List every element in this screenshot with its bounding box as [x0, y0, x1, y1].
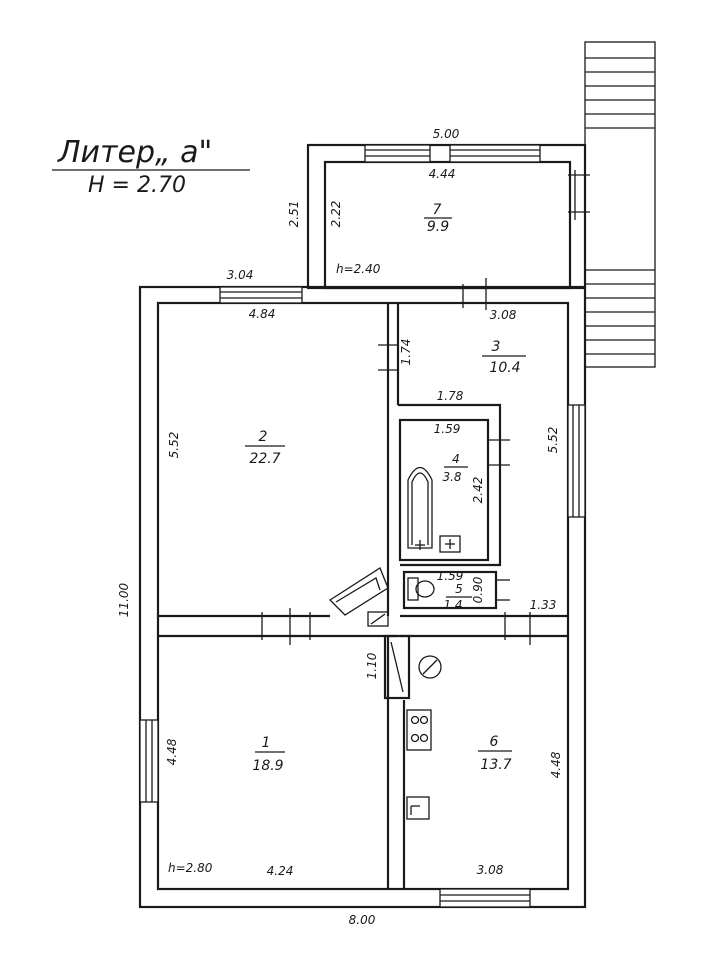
dim-room6-width: 3.08	[477, 863, 504, 877]
gas-meter	[418, 655, 442, 679]
dim-room3-height: 5.52	[546, 427, 560, 454]
dim-room3-width: 3.08	[490, 308, 517, 322]
room-area-5: 1.4	[443, 598, 462, 612]
dim-room4-width: 1.59	[434, 422, 461, 436]
dim-room1-height: 4.48	[165, 738, 179, 765]
dim-annex-outer-height: 2.51	[287, 201, 301, 228]
room-number-1: 1	[262, 735, 271, 751]
dim-room6-height: 4.48	[549, 751, 563, 778]
room-number-4: 4	[452, 452, 460, 466]
room-labels: 1 18.9 2 22.7 3 10.4 4 3.8 5 1.4 6 13.7 …	[245, 202, 526, 774]
dim-room2-width: 4.84	[249, 307, 276, 321]
dim-room3-door-wall: 1.74	[399, 339, 413, 366]
fixtures	[328, 466, 461, 820]
dim-annex-inner-width: 4.44	[429, 167, 456, 181]
room-number-7: 7	[433, 202, 442, 218]
dim-annex-ceiling: h=2.40	[336, 262, 381, 276]
dimension-labels: 8.00 11.00 5.00 4.44 2.51 2.22 h=2.40 3.…	[117, 127, 563, 927]
room-area-7: 9.9	[427, 219, 449, 235]
window-room6-bottom	[439, 888, 531, 908]
room-number-6: 6	[490, 734, 499, 750]
room-number-2: 2	[259, 429, 268, 445]
window-room3-right	[567, 404, 586, 518]
dim-room1-width: 4.24	[267, 864, 294, 878]
stove	[328, 567, 389, 616]
dim-top-left-outer: 3.04	[227, 268, 254, 282]
boiler	[367, 611, 389, 627]
doors	[261, 170, 590, 645]
window-annex-top	[364, 144, 431, 163]
kitchen-sink	[406, 796, 430, 820]
room-area-2: 22.7	[249, 451, 280, 467]
kitchen-stove	[406, 709, 432, 751]
windows	[139, 144, 586, 908]
toilet	[407, 577, 419, 601]
room-area-6: 13.7	[480, 757, 511, 773]
room-area-4: 3.8	[442, 470, 461, 484]
room-area-1: 18.9	[252, 758, 283, 774]
staircase	[584, 41, 656, 368]
room-number-3: 3	[492, 339, 501, 355]
bath-sink	[439, 535, 461, 553]
dim-room3-lower-width: 1.78	[437, 389, 464, 403]
window-room2-top	[219, 286, 303, 304]
dim-room1-ceiling: h=2.80	[168, 861, 213, 875]
dim-room5-height: 0.90	[471, 576, 485, 603]
room-number-5: 5	[455, 582, 463, 596]
window-room1-left	[139, 719, 159, 803]
dim-overall-width: 8.00	[349, 913, 376, 927]
room-area-3: 10.4	[489, 360, 520, 376]
dim-annex-outer-width: 5.00	[433, 127, 460, 141]
dim-pantry-height: 1.10	[365, 652, 379, 679]
plan-title: Литер„ а"	[57, 135, 212, 170]
plan-height: H = 2.70	[88, 173, 186, 198]
dim-annex-inner-height: 2.22	[329, 201, 343, 228]
window-annex-top-2	[449, 144, 541, 163]
dim-corridor-width: 1.33	[530, 598, 557, 612]
dim-overall-height: 11.00	[117, 582, 131, 617]
dim-room2-height: 5.52	[167, 432, 181, 459]
partitions	[158, 303, 568, 889]
main-walls	[138, 285, 587, 909]
dim-room5-width: 1.59	[437, 569, 464, 583]
dim-room4-height: 2.42	[471, 477, 485, 504]
bathtub	[407, 466, 433, 549]
